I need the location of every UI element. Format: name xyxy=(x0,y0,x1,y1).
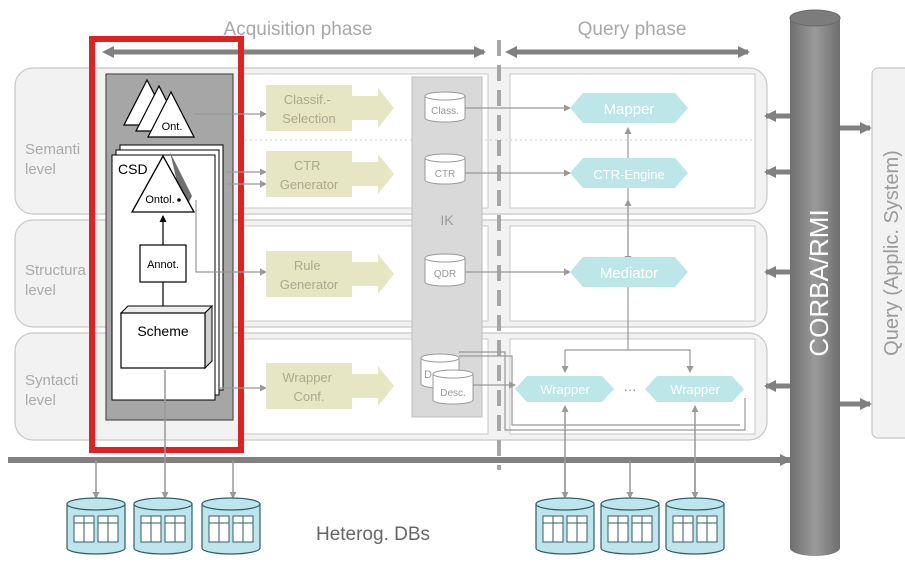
svg-text:Rule Generator: Rule Generator xyxy=(280,258,339,292)
mapper-hexagon: Mapper xyxy=(570,93,688,123)
annot-label: Annot. xyxy=(147,259,179,271)
heterog-dbs-label: Heterog. DBs xyxy=(316,524,430,545)
ontol-label: Ontol. xyxy=(145,194,174,206)
ctr-generator-process: CTR Generator xyxy=(266,151,394,197)
wrapper-conf-process: Wrapper Conf. xyxy=(266,363,394,409)
ontology-stack: Ont. xyxy=(123,78,195,138)
wrapper-ellipsis: ··· xyxy=(624,382,637,397)
heterog-db-icon-1 xyxy=(66,497,126,555)
qdr-database: QDR xyxy=(424,253,466,287)
classif-selection-process: Classif.- Selection xyxy=(266,85,394,131)
query-app-panel xyxy=(871,67,905,439)
heterog-db-icon-3 xyxy=(201,497,261,555)
wrapper-hexagon-1: Wrapper xyxy=(515,376,614,402)
svg-text:Desc.: Desc. xyxy=(440,388,466,399)
ctr-engine-hexagon: CTR-Engine xyxy=(570,158,688,188)
database-icons xyxy=(66,497,725,555)
csd-label: CSD xyxy=(118,161,148,177)
query-phase-title: Query phase xyxy=(578,19,687,40)
ontol-dot xyxy=(177,198,181,202)
semantic-level-label: Semanti level xyxy=(25,141,84,178)
ontol-shadow xyxy=(170,152,192,212)
heterog-db-icon-6 xyxy=(665,497,725,555)
wrapper-hexagon-2: Wrapper xyxy=(645,376,744,402)
structural-level-label: Structura level xyxy=(25,262,90,299)
ontol-to-rulegen-arrow xyxy=(195,200,267,276)
mediator-to-wrapper2-arrow xyxy=(628,349,694,373)
ik-label: IK xyxy=(440,212,454,228)
svg-text:CTR: CTR xyxy=(435,169,456,180)
ont-label: Ont. xyxy=(162,121,183,133)
d-to-wrappers-line xyxy=(459,351,746,431)
corba-rmi-bus: CORBA/RMI xyxy=(789,9,841,556)
desc-database: Desc. xyxy=(432,369,474,405)
heterog-db-icon-4 xyxy=(535,497,595,555)
acquisition-phase-title: Acquisition phase xyxy=(224,19,373,40)
svg-text:Class.: Class. xyxy=(431,106,459,117)
svg-text:D: D xyxy=(424,369,432,381)
svg-text:Mediator: Mediator xyxy=(600,265,658,282)
svg-text:QDR: QDR xyxy=(434,269,456,280)
rule-generator-process: Rule Generator xyxy=(266,251,394,297)
svg-text:Wrapper: Wrapper xyxy=(540,382,590,397)
scheme-label: Scheme xyxy=(137,323,189,339)
mediator-hexagon: Mediator xyxy=(570,257,688,287)
heterog-db-icon-5 xyxy=(600,497,660,555)
svg-text:Mapper: Mapper xyxy=(604,101,655,118)
svg-text:Classif.- Selection: Classif.- Selection xyxy=(282,92,335,126)
corba-label: CORBA/RMI xyxy=(804,209,834,356)
ctr-database: CTR xyxy=(424,153,466,185)
svg-text:Wrapper Conf.: Wrapper Conf. xyxy=(282,370,335,404)
ontol-triangle xyxy=(130,154,196,213)
svg-text:Wrapper: Wrapper xyxy=(670,382,720,397)
svg-text:CTR-Engine: CTR-Engine xyxy=(593,167,665,182)
annot-box xyxy=(139,244,187,283)
heterog-db-icon-2 xyxy=(133,497,193,555)
syntactic-level-label: Syntacti level xyxy=(25,372,83,409)
svg-text:CTR Generator: CTR Generator xyxy=(280,158,339,192)
acquisition-highlight-box xyxy=(89,36,244,453)
mediator-to-wrapper1-arrow xyxy=(561,349,628,373)
d-to-wrappers-line-2 xyxy=(459,355,740,426)
scheme-box: Scheme xyxy=(119,304,214,370)
query-app-label: Query (Applic. System) xyxy=(881,150,903,356)
class-database: Class. xyxy=(424,91,466,123)
